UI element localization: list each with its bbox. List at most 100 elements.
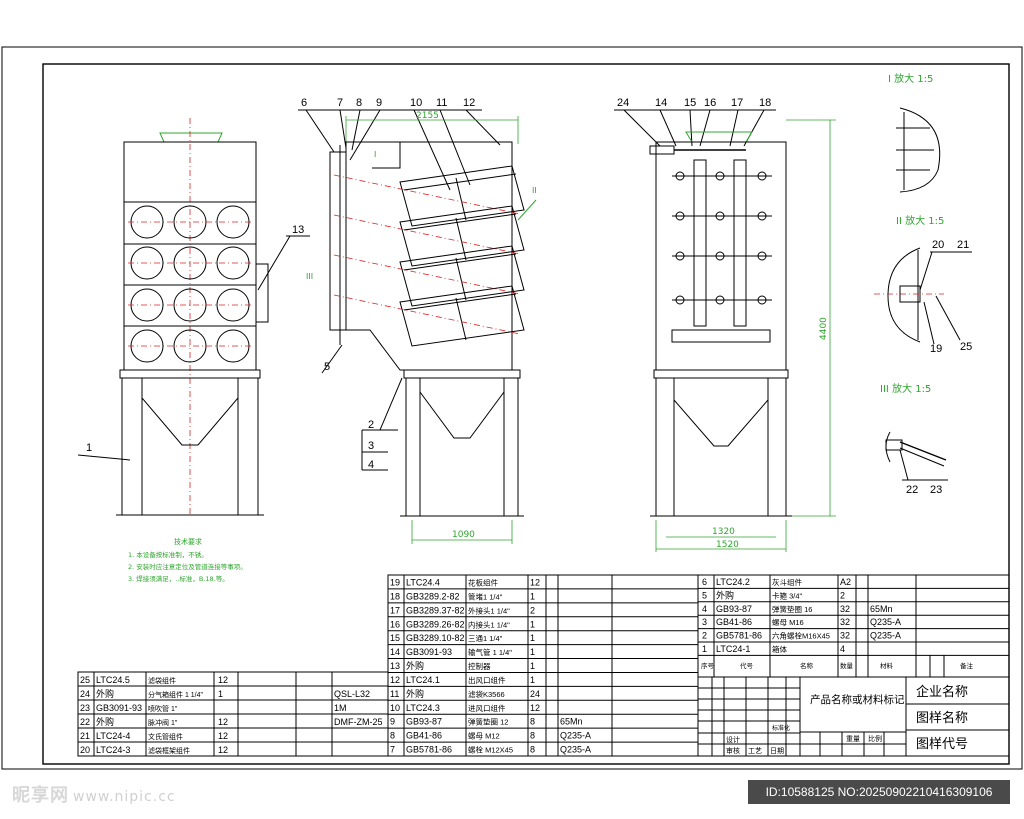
bom-right-cell: Q235-A <box>870 631 901 641</box>
bom-left-cell: 喷吹管 1" <box>148 704 178 713</box>
callout-19: 19 <box>930 343 942 355</box>
callout-20: 20 <box>932 239 944 251</box>
bom-header-cell: 数量 <box>840 661 854 670</box>
bom-mid-cell: GB3289.26-82 <box>406 619 465 629</box>
tb-label-process: 工艺 <box>748 747 762 755</box>
left-elevation-view: 1 13 <box>77 118 310 516</box>
tb-label-review: 审核 <box>726 746 740 755</box>
bom-right-cell: 32 <box>840 617 850 627</box>
bom-mid-cell: 三通1 1/4" <box>468 633 503 643</box>
bom-right-cell: LTC24-1 <box>716 644 750 654</box>
notes-title: 技术要求 <box>174 537 202 546</box>
dim-2155: 2155 <box>416 111 439 121</box>
bom-mid-cell: 15 <box>390 633 400 643</box>
bom-left-cell: 分气箱组件 1 1/4" <box>148 690 204 699</box>
callout-3: 3 <box>368 440 374 452</box>
bom-left-cell: 12 <box>218 675 228 685</box>
bom-mid-cell: 内接头1 1/4" <box>468 619 510 629</box>
bom-mid-cell: 12 <box>390 675 400 685</box>
callout-15: 15 <box>684 97 696 109</box>
bom-mid-cell: 24 <box>530 689 540 699</box>
bom-mid-cell: 1 <box>530 591 535 601</box>
tb-label-date: 日期 <box>770 747 784 755</box>
bom-mid-cell: 1 <box>530 633 535 643</box>
bom-left-cell: 23 <box>80 703 90 713</box>
dim-1320: 1320 <box>712 527 735 537</box>
bom-right-cell: 六角螺栓M16X45 <box>772 631 830 641</box>
bom-mid-cell: GB41-86 <box>406 731 442 741</box>
watermark-url: www.nipic.cc <box>73 789 176 805</box>
notes-line-1: 1. 本设备按标准制，不锈。 <box>128 550 208 559</box>
callout-18: 18 <box>759 97 771 109</box>
bom-right-cell: GB93-87 <box>716 604 752 614</box>
bom-right-cell: 卡箍 3/4" <box>772 590 803 600</box>
dim-1520: 1520 <box>716 540 739 550</box>
callout-10: 10 <box>410 97 422 109</box>
callout-17: 17 <box>731 97 743 109</box>
callout-21: 21 <box>957 239 969 251</box>
bom-right-cell: 2 <box>840 590 845 600</box>
bom-mid-cell: Q235-A <box>560 745 591 755</box>
callout-14: 14 <box>655 97 667 109</box>
callout-13: 13 <box>292 224 304 236</box>
bom-header-cell: 名称 <box>800 661 814 670</box>
bom-left-cell: 12 <box>218 745 228 755</box>
bom-mid-cell: LTC24.3 <box>406 703 440 713</box>
callout-25: 25 <box>960 341 972 353</box>
title-block: 产品名称或材料标记 企业名称 图样名称 图样代号 设计 标准化 审核 工艺 日期… <box>697 676 1010 757</box>
bom-right-cell: 箱体 <box>772 644 787 654</box>
sheet-inner-border <box>42 63 1010 765</box>
callout-5: 5 <box>324 361 330 373</box>
callout-7: 7 <box>337 97 343 109</box>
bom-mid-cell: GB5781-86 <box>406 745 452 755</box>
tb-label-std: 标准化 <box>772 724 790 732</box>
bom-mid-cell: 14 <box>390 647 400 657</box>
bom-mid-cell: 11 <box>390 689 399 699</box>
bom-right-cell: 32 <box>840 604 850 614</box>
bom-mid-cell: 1 <box>530 619 535 629</box>
callout-8: 8 <box>356 97 362 109</box>
bom-mid-cell: 花板组件 <box>468 578 498 588</box>
bom-mid-cell: 外购 <box>406 660 424 671</box>
callout-9: 9 <box>376 97 382 109</box>
callout-16: 16 <box>704 97 716 109</box>
tb-label-design: 设计 <box>726 735 740 744</box>
bom-header-cell: 材料 <box>880 661 894 670</box>
title-drawing-code: 图样代号 <box>916 737 968 752</box>
callout-22: 22 <box>906 484 918 496</box>
bom-mid-cell: GB3289.2-82 <box>406 591 460 601</box>
bom-left-cell: 外购 <box>96 688 114 699</box>
bom-right-cell: 4 <box>840 644 845 654</box>
bom-right-cell: 3 <box>702 617 707 627</box>
bom-header-cell: 代号 <box>740 661 754 670</box>
bom-left-cell: 22 <box>80 717 90 727</box>
bom-mid-cell: 19 <box>390 578 400 588</box>
bom-right-cell: 1 <box>702 644 707 654</box>
sheet-outer-border <box>1 46 1023 770</box>
callout-4: 4 <box>368 459 374 471</box>
bom-mid-cell: 弹簧垫圈 12 <box>468 717 508 727</box>
bom-left-cell: 20 <box>80 745 90 755</box>
bom-right-cell: 2 <box>702 631 707 641</box>
bom-right-cell: 6 <box>702 577 707 587</box>
bom-left-cell: 滤袋框架组件 <box>148 746 190 755</box>
bom-mid-cell: 8 <box>530 717 535 727</box>
bom-mid-cell: 进风口组件 <box>468 703 506 713</box>
bom-right-cell: Q235-A <box>870 617 901 627</box>
bom-right-cell: GB41-86 <box>716 617 752 627</box>
bom-left-cell: 1 <box>218 689 223 699</box>
bom-mid-cell: 18 <box>390 591 400 601</box>
image-id-bar: ID:10588125 NO:20250902210416309106 <box>748 780 1010 804</box>
tb-label-scale: 比例 <box>868 734 882 743</box>
bom-mid-cell: 7 <box>390 745 395 755</box>
bom-left-cell: 12 <box>218 731 228 741</box>
bom-right-cell: LTC24.2 <box>716 577 750 587</box>
bom-mid-cell: 1 <box>530 647 535 657</box>
bom-mid-cell: 8 <box>530 745 535 755</box>
callout-24: 24 <box>617 97 629 109</box>
bom-right-cell: 5 <box>702 590 707 600</box>
bom-left-cell: 1M <box>334 703 347 713</box>
